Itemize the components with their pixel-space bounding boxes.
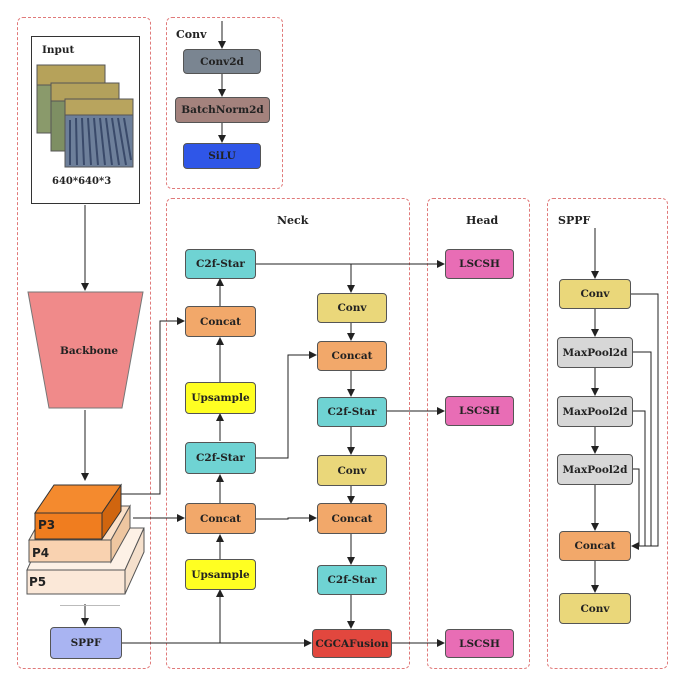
- backbone-label: Backbone: [60, 345, 119, 357]
- sppf-conv-in: Conv: [559, 279, 631, 309]
- concat2-to-concat4-wire: [256, 514, 317, 522]
- silu-node: SiLU: [183, 143, 261, 169]
- c2f-star-r2: C2f-Star: [317, 565, 387, 595]
- concat-3: Concat: [317, 341, 387, 371]
- maxpool2d-1: MaxPool2d: [557, 337, 633, 368]
- conv-panel: [166, 17, 283, 189]
- p5-divider: [60, 605, 120, 606]
- conv-panel-title: Conv: [176, 28, 207, 41]
- sppf-conv-out: Conv: [559, 593, 631, 624]
- neck-panel: [166, 198, 410, 669]
- head-panel: [427, 198, 530, 669]
- c2f-star-r1: C2f-Star: [317, 397, 387, 427]
- conv-2: Conv: [317, 455, 387, 486]
- head-panel-title: Head: [466, 214, 499, 227]
- neck-panel-title: Neck: [277, 214, 309, 227]
- maxpool2d-3: MaxPool2d: [557, 454, 633, 485]
- maxpool2d-2: MaxPool2d: [557, 396, 633, 427]
- input-image-stack: [36, 64, 134, 168]
- conv-1: Conv: [317, 293, 387, 323]
- pool2-skip-wire: [633, 410, 646, 546]
- pool3-skip-wire: [633, 468, 640, 546]
- c2f-star-mid: C2f-Star: [185, 442, 256, 474]
- input-title: Input: [42, 44, 75, 56]
- backbone-shape: [27, 291, 144, 409]
- input-size: 640*640*3: [52, 176, 112, 187]
- c2f-mid-to-concat3-wire: [256, 351, 317, 459]
- sppf-panel: [547, 198, 668, 669]
- input-frame: [31, 36, 140, 204]
- pool1-skip-wire: [633, 351, 652, 546]
- p3-slab: [34, 483, 122, 541]
- lscsh-2: LSCSH: [445, 396, 514, 426]
- p3-label: P3: [38, 518, 56, 532]
- sppf-node: SPPF: [50, 627, 122, 659]
- batchnorm2d-node: BatchNorm2d: [175, 97, 270, 123]
- concat-2: Concat: [185, 503, 256, 534]
- backbone-panel: [17, 17, 151, 669]
- conv2d-node: Conv2d: [183, 49, 261, 74]
- upsample-2: Upsample: [185, 559, 256, 590]
- cgcafusion-node: CGCAFusion: [312, 629, 392, 658]
- sppf-concat: Concat: [559, 531, 631, 561]
- upsample-1: Upsample: [185, 382, 256, 414]
- sppf-panel-title: SPPF: [558, 214, 591, 227]
- c2f-star-top: C2f-Star: [185, 249, 256, 279]
- concat-4: Concat: [317, 503, 387, 534]
- lscsh-3: LSCSH: [445, 629, 514, 658]
- p4-label: P4: [32, 546, 50, 560]
- p5-label: P5: [29, 575, 47, 589]
- concat-1: Concat: [185, 306, 256, 337]
- lscsh-1: LSCSH: [445, 249, 514, 279]
- p3-to-concat1-wire: [121, 317, 185, 495]
